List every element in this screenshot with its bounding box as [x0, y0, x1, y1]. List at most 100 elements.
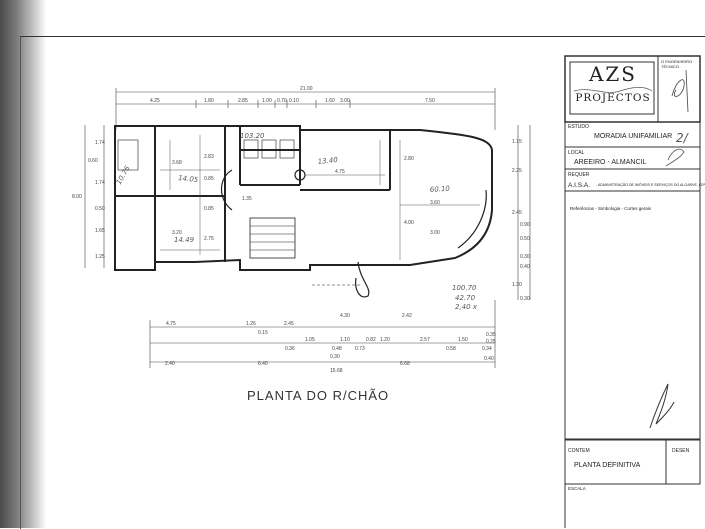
- dim-label: 1.35: [242, 196, 252, 202]
- dim-label: 1.20: [380, 337, 390, 343]
- interior-dimension-lines: [160, 135, 480, 260]
- dim-label: 1.00: [262, 98, 272, 104]
- handwritten-area: 103.20: [240, 132, 265, 140]
- dim-label: 0.58: [446, 346, 456, 352]
- engineer-label: O ENGENHEIRO TÉCNICO: [661, 59, 693, 69]
- handwritten-notes: 14.05 13.40 14.49 60.10 10.76 100.70 42.…: [115, 131, 690, 311]
- handwritten-area: 60.10: [430, 185, 451, 194]
- dim-label: 1.60: [325, 98, 335, 104]
- local-value: AREEIRO - ALMANCIL: [574, 159, 647, 166]
- dim-label: 0.30: [520, 254, 530, 260]
- signature-mark: [671, 69, 689, 113]
- dim-label: 6.40: [258, 361, 268, 367]
- handwritten-area: 14.49: [174, 236, 195, 244]
- dim-label: 1.10: [340, 337, 350, 343]
- dim-label: 0.70: [277, 98, 287, 104]
- dim-label: 2.25: [512, 168, 522, 174]
- dim-label: 3.00: [340, 98, 350, 104]
- bottom-dimension-lines: [149, 300, 496, 368]
- handwritten-area: 2,40 x: [455, 303, 478, 311]
- curved-elements: [117, 139, 487, 298]
- dim-label: 0.15: [258, 330, 268, 336]
- dim-label: 4.75: [166, 321, 176, 327]
- dim-label: 0.30: [330, 354, 340, 360]
- dim-label: 0.85: [204, 206, 214, 212]
- top-dimension-lines: [115, 88, 496, 130]
- dim-label: 1.26: [246, 321, 256, 327]
- dim-label: 15.68: [330, 368, 343, 374]
- desen-label: DESEN: [672, 448, 690, 454]
- dim-label: 2.45: [512, 210, 522, 216]
- title-block-frame: [564, 55, 701, 528]
- dim-label: 4.00: [404, 220, 414, 226]
- dim-label: 2.40: [165, 361, 175, 367]
- dim-label: 3.20: [172, 230, 182, 236]
- dim-label: 1.30: [512, 282, 522, 288]
- dim-label: 0.90: [520, 222, 530, 228]
- dim-label: 1.65: [95, 228, 105, 234]
- drawing-title: PLANTA DO R/CHÃO: [247, 388, 389, 403]
- handwritten-mark: 2/: [676, 131, 690, 145]
- local-label: LOCAL: [568, 150, 585, 156]
- drawing-sheet: [20, 36, 705, 529]
- dimension-labels: 21.00 4.25 1.80 2.85 1.00 0.70 0.10 1.60…: [72, 86, 530, 374]
- dim-label: 0.34: [482, 346, 492, 352]
- dim-label: 0.60: [88, 158, 98, 164]
- building-walls: [114, 125, 493, 271]
- dim-label: 6.68: [400, 361, 410, 367]
- dim-label: 2.45: [284, 321, 294, 327]
- initials-mark: [665, 148, 685, 167]
- requer-detail: - ADMINISTRAÇÃO DE IMÓVEIS E SERVIÇOS DO…: [596, 183, 705, 187]
- dim-label: 4.75: [335, 169, 345, 175]
- signature-scrawl: [649, 383, 675, 429]
- dim-label: 0.48: [332, 346, 342, 352]
- dim-label: 0.40: [520, 264, 530, 270]
- dim-label: 2.42: [402, 313, 412, 319]
- contem-label: CONTEM: [568, 448, 590, 454]
- dim-label: 1.50: [458, 337, 468, 343]
- dim-label: 4.25: [150, 98, 160, 104]
- dim-label: 0.73: [355, 346, 365, 352]
- left-dimension-lines: [84, 125, 105, 268]
- dim-label: 1.74: [95, 140, 105, 146]
- handwritten-area: 10.76: [115, 164, 132, 186]
- dim-label: 3.60: [430, 200, 440, 206]
- right-dimension-lines: [517, 125, 531, 300]
- dim-label: 0.25: [486, 339, 496, 345]
- dim-label: 0.36: [285, 346, 295, 352]
- dim-label: 1.15: [512, 139, 522, 145]
- dim-label: 0.40: [484, 356, 494, 362]
- dim-label: 2.75: [204, 236, 214, 242]
- dim-label: 0.10: [289, 98, 299, 104]
- handwritten-area: 13.40: [317, 156, 338, 166]
- dim-label: 3.00: [430, 230, 440, 236]
- requer-value: A.I.S.A.: [568, 182, 591, 189]
- dim-label: 8.00: [72, 194, 82, 200]
- dim-label: 0.50: [95, 206, 105, 212]
- requer-label: REQUER: [568, 172, 590, 178]
- estudo-value: MORADIA UNIFAMILIAR: [594, 133, 673, 140]
- dim-label: 2.80: [404, 156, 414, 162]
- dim-label: 1.74: [95, 180, 105, 186]
- dim-label: 3.68: [172, 160, 182, 166]
- scan-shadow: [0, 0, 46, 528]
- dim-label: 2.83: [204, 154, 214, 160]
- contem-value: PLANTA DEFINITIVA: [574, 462, 641, 469]
- logo-wave: [573, 86, 653, 93]
- handwritten-area: 14.05: [178, 174, 199, 184]
- handwritten-area: 42.70: [455, 294, 476, 302]
- notes-text: Referências - Simbologia - Cortes gerais: [570, 206, 652, 211]
- dim-label: 0.35: [486, 332, 496, 338]
- dim-label: 0.85: [204, 176, 214, 182]
- dim-label: 0.82: [366, 337, 376, 343]
- handwritten-area: 100.70: [452, 284, 477, 292]
- dim-label: 7.50: [425, 98, 435, 104]
- dim-top-total: 21.00: [300, 86, 313, 92]
- logo-text: AZS: [588, 62, 638, 86]
- dim-label: 4.30: [340, 313, 350, 319]
- dim-label: 1.25: [95, 254, 105, 260]
- logo-subtext: PROJECTOS: [575, 92, 651, 104]
- dim-label: 2.85: [238, 98, 248, 104]
- estudo-label: ESTUDO: [568, 124, 589, 130]
